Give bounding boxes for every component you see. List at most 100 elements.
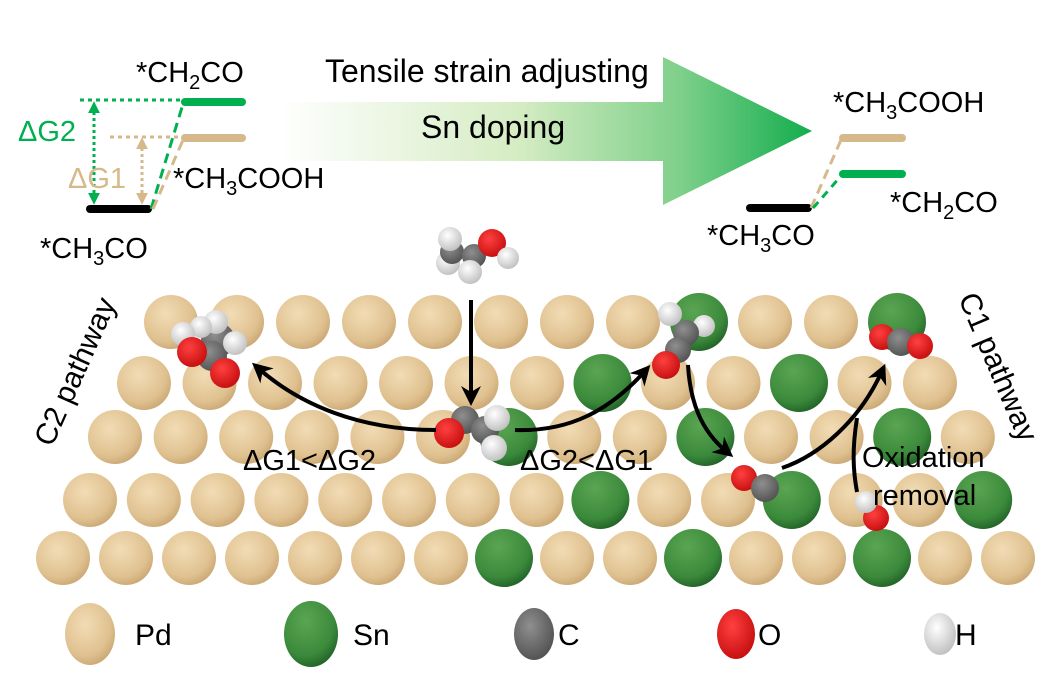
surface-sn-atom [770,354,828,412]
o-atom [210,358,240,388]
c-atom [751,474,779,502]
right-ch3co-label: *CH3CO [707,220,815,257]
c1-step1-arrow [514,365,651,433]
legend-label-sn: Sn [353,619,390,652]
energy-diagram-right: *CH3COOH *CH2CO *CH3CO [707,87,998,257]
legend-label-h: H [955,619,977,652]
legend-item-sn: Sn [284,601,390,667]
right-ch3cooh-label: *CH3COOH [833,87,984,124]
surface-sn-atom [475,529,533,587]
surface-pd-atom [63,473,117,527]
tuning-arrow: Tensile strain adjusting Sn doping [280,53,812,205]
surface-pd-atom [540,295,594,349]
surface-pd-atom [382,473,436,527]
surface-pd-atom [510,356,564,410]
legend-item-pd: Pd [65,603,172,665]
surface-pd-atom [940,410,995,464]
legend: Pd Sn C O H [65,601,977,667]
surface-pd-atom [706,356,761,410]
legend-swatch-sn [284,601,338,667]
surface-pd-atom [918,531,972,585]
surface-pd-atom [509,473,564,527]
h-atom [658,302,682,326]
co2-molecule [869,324,933,359]
ch3cooh-molecule [171,310,247,388]
surface-pd-atom [804,295,858,349]
h-atom [497,247,519,269]
tuning-arrow-shape [280,57,812,205]
surface-pd-atom [219,410,274,464]
o-atom [478,229,506,257]
legend-item-o: O [717,609,781,659]
surface-sn-atom [853,529,911,587]
legend-label-o: O [758,619,781,652]
o-atom [177,337,207,367]
h-atom [190,316,212,338]
c1-step3-arrow [781,363,887,470]
surface-pd-atom [318,473,373,527]
h-atom [438,227,462,251]
legend-swatch-o [717,609,755,659]
surface-pd-atom [126,473,181,527]
surface-pd-atom [36,531,90,585]
o-atom [731,465,757,491]
right-ch2co-label: *CH2CO [890,187,998,224]
pdsn-surface [36,293,1035,587]
energy-diagram-left: ΔG2 ΔG1 *CH2CO *CH3COOH *CH3CO [18,57,324,270]
surface-sn-atom [954,471,1013,529]
compare-right-label: ΔG2<ΔG1 [520,445,653,477]
surface-pd-atom [414,531,468,585]
surface-pd-atom [445,473,500,527]
tensile-strain-label: Tensile strain adjusting [325,53,649,89]
surface-sn-atom [571,471,630,529]
surface-sn-atom [573,354,632,412]
removal-label: removal [873,480,976,512]
surface-sn-atom [873,408,932,466]
legend-swatch-c [514,608,554,660]
adsorbed-molecules [171,227,933,531]
surface-pd-atom [379,356,433,410]
delta-g1-label: ΔG1 [68,163,126,195]
ch2co-molecule [652,302,715,379]
surface-pd-atom [342,295,396,349]
surface-pd-atom [637,473,692,527]
surface-pd-atom [225,531,279,585]
surface-pd-atom [744,410,798,464]
surface-pd-atom [288,531,342,585]
h-atom [481,435,507,461]
left-ch3cooh-label: *CH3COOH [173,163,324,200]
surface-pd-atom [606,295,660,349]
ethanol-molecule [436,227,519,284]
surface-sn-atom [664,529,722,587]
o-atom [907,333,933,359]
surface-pd-atom [313,356,368,410]
c1-step2-arrow [686,364,734,458]
h-atom [223,331,247,355]
legend-label-c: C [558,619,580,652]
surface-pd-atom [892,473,947,527]
surface-pd-atom [99,531,153,585]
reaction-arrows [251,300,887,493]
surface-pd-atom [153,410,208,464]
surface-pd-atom [276,295,330,349]
surface-pd-atom [903,356,957,410]
sn-doping-label: Sn doping [421,109,565,145]
h-atom [855,491,877,513]
surface-pd-atom [792,531,846,585]
c2-pathway-arrow [251,362,437,432]
surface-pd-atom [408,295,462,349]
ch3co-molecule [434,405,510,461]
surface-sn-atom [676,408,735,466]
surface-pd-atom [540,531,594,585]
legend-item-h: H [924,613,977,655]
left-ch2co-label: *CH2CO [136,57,244,94]
h-atom [458,260,482,284]
left-ch3co-label: *CH3CO [40,233,148,270]
delta-g2-label: ΔG2 [18,116,76,148]
oxidation-label: Oxidation [862,442,985,474]
legend-item-c: C [514,608,580,660]
surface-pd-atom [254,473,309,527]
legend-swatch-h [924,613,956,655]
surface-pd-atom [88,410,142,464]
legend-label-pd: Pd [135,619,172,652]
